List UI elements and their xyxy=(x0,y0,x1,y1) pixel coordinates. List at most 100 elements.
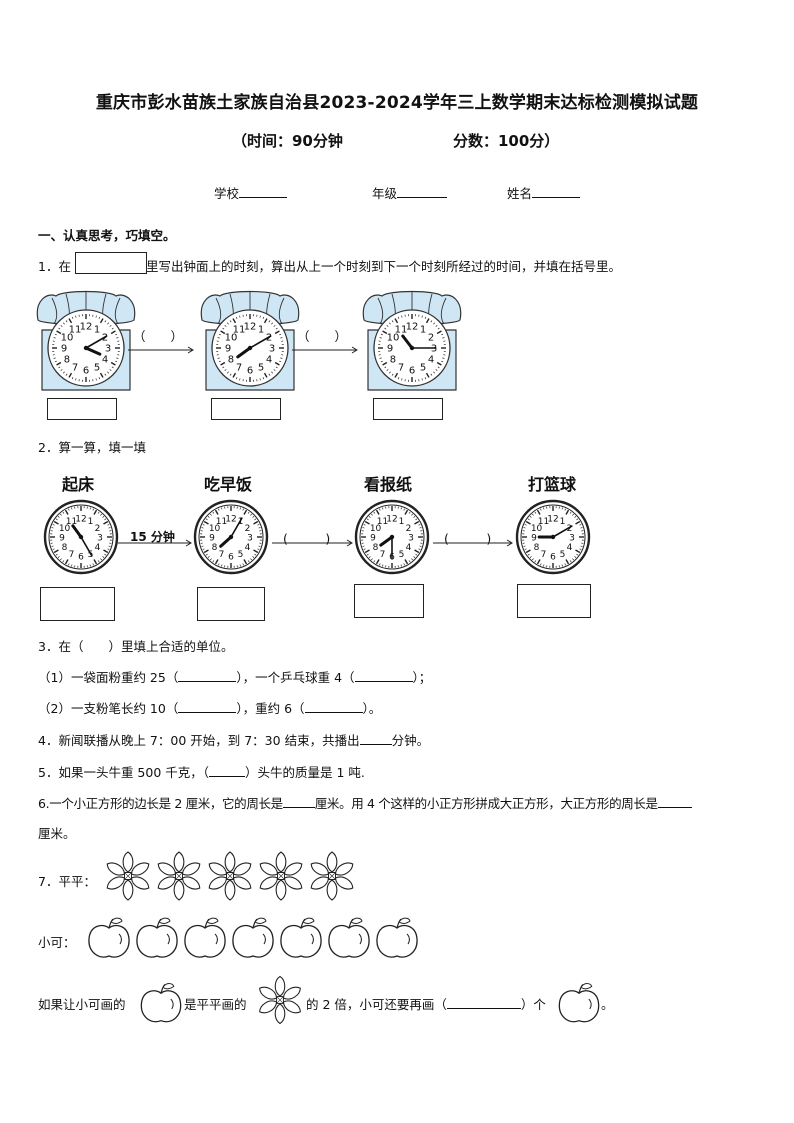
clock-tick xyxy=(280,357,283,359)
clock-numeral: 2 xyxy=(428,333,434,344)
clock-tick xyxy=(89,564,91,567)
clock-numeral: 6 xyxy=(228,553,234,563)
clock-tick xyxy=(418,548,421,550)
hour-hand xyxy=(401,334,414,350)
clock-tick xyxy=(52,524,55,526)
grade-field[interactable]: 年级 xyxy=(372,183,448,202)
clock-tick xyxy=(92,563,94,566)
q4-blank[interactable] xyxy=(359,732,392,745)
clock-tick xyxy=(218,563,220,566)
clock-tick xyxy=(68,508,70,511)
clock-tick xyxy=(109,324,112,327)
clock-tick xyxy=(75,378,77,381)
clock-tick xyxy=(232,372,237,378)
clock-numeral: 3 xyxy=(247,534,253,544)
clock-tick xyxy=(115,360,118,363)
apple-icon xyxy=(328,917,370,958)
clock-numeral: 10 xyxy=(225,333,238,344)
q1-answer-box-2[interactable] xyxy=(211,398,281,420)
clock-tick xyxy=(52,548,55,550)
clock-numeral: 5 xyxy=(258,363,264,374)
q2-answer-box-4[interactable] xyxy=(517,584,591,618)
clock-tick xyxy=(202,524,205,526)
school-label: 学校 xyxy=(214,186,240,201)
clock-tick xyxy=(436,330,442,335)
clock-tick xyxy=(207,515,210,518)
clock-numeral: 8 xyxy=(64,355,70,366)
q3-blank-1[interactable] xyxy=(178,669,237,682)
clock-numeral: 1 xyxy=(88,517,94,527)
clock-tick xyxy=(239,378,241,381)
q5-blank[interactable] xyxy=(209,764,246,777)
clock-numeral: 4 xyxy=(245,543,251,553)
clock-tick xyxy=(104,373,107,376)
clock-numeral: 12 xyxy=(75,515,86,525)
clock-tick xyxy=(273,369,276,372)
clock-tick xyxy=(375,509,380,515)
clock-numeral: 2 xyxy=(567,524,573,534)
clock-tick xyxy=(397,316,400,319)
q6: 6.一个小正方形的边长是 2 厘米，它的周长是厘米。用 4 个这样的小正方形拼成… xyxy=(38,793,692,812)
q3-text: ）； xyxy=(412,670,432,685)
clock-tick xyxy=(569,511,572,514)
q6-blank-1[interactable] xyxy=(282,795,315,808)
flower-row xyxy=(106,851,354,901)
clock-numeral: 12 xyxy=(80,322,93,333)
clock-tick xyxy=(250,513,253,516)
clock-tick xyxy=(258,545,261,547)
clock-tick xyxy=(561,564,563,567)
q1-paren-2[interactable]: （ ） xyxy=(297,329,348,344)
clock-tick xyxy=(421,378,423,381)
q2-answer-box-1[interactable] xyxy=(40,587,115,621)
clock-tick xyxy=(201,545,204,547)
name-field[interactable]: 姓名 xyxy=(507,183,581,202)
clock-tick xyxy=(419,545,422,547)
clock-tick xyxy=(220,361,226,366)
clock-tick xyxy=(62,322,65,325)
q3-blank-4[interactable] xyxy=(304,700,363,713)
q5-text: ）头牛的质量是 1 吨. xyxy=(245,765,365,780)
clock-tick xyxy=(400,564,402,567)
clock-pivot xyxy=(247,345,253,351)
hour-hand xyxy=(219,535,233,548)
clock-numeral: 10 xyxy=(387,333,400,344)
q3-blank-3[interactable] xyxy=(178,700,237,713)
q1-answer-box-1[interactable] xyxy=(47,398,117,420)
apple-icon xyxy=(184,917,226,958)
q1-answer-box-3[interactable] xyxy=(373,398,443,420)
q2-paren-2[interactable]: ( ) xyxy=(444,531,492,546)
q2-answer-box-2[interactable] xyxy=(197,587,265,621)
clock-tick xyxy=(95,315,97,318)
clock-tick xyxy=(54,360,57,363)
clock-tick xyxy=(540,508,542,511)
clock-numeral: 4 xyxy=(428,355,434,366)
q2-paren-1[interactable]: ( ) xyxy=(283,531,331,546)
flower-icon xyxy=(259,851,303,901)
clock-tick xyxy=(415,553,418,556)
clock-tick xyxy=(243,509,248,515)
clock-tick xyxy=(55,553,58,556)
clock-numeral: 6 xyxy=(550,553,556,563)
q7-blank[interactable] xyxy=(446,996,521,1009)
school-field[interactable]: 学校 xyxy=(214,183,288,202)
clock-tick xyxy=(232,318,237,324)
clock-numeral: 4 xyxy=(95,543,101,553)
clock-numeral: 11 xyxy=(395,324,408,335)
clock-tick xyxy=(368,515,371,518)
clock-tick xyxy=(363,548,366,550)
q2-answer-box-3[interactable] xyxy=(354,584,424,618)
clock-tick xyxy=(212,511,215,514)
clock-tick xyxy=(224,369,227,372)
clock-tick xyxy=(71,564,73,567)
clock-tick xyxy=(203,520,209,525)
clock-tick xyxy=(235,377,238,380)
q6-text: 厘米。用 4 个这样的小正方形拼成大正方形，大正方形的周长是 xyxy=(314,796,658,811)
clock-tick xyxy=(235,316,238,319)
q3-blank-2[interactable] xyxy=(354,669,413,682)
q1-paren-1[interactable]: （ ） xyxy=(133,329,184,344)
q6-blank-2[interactable] xyxy=(657,795,692,808)
clock-tick xyxy=(394,372,399,378)
clock-numeral: 7 xyxy=(541,550,547,560)
clock-tick xyxy=(382,330,388,335)
